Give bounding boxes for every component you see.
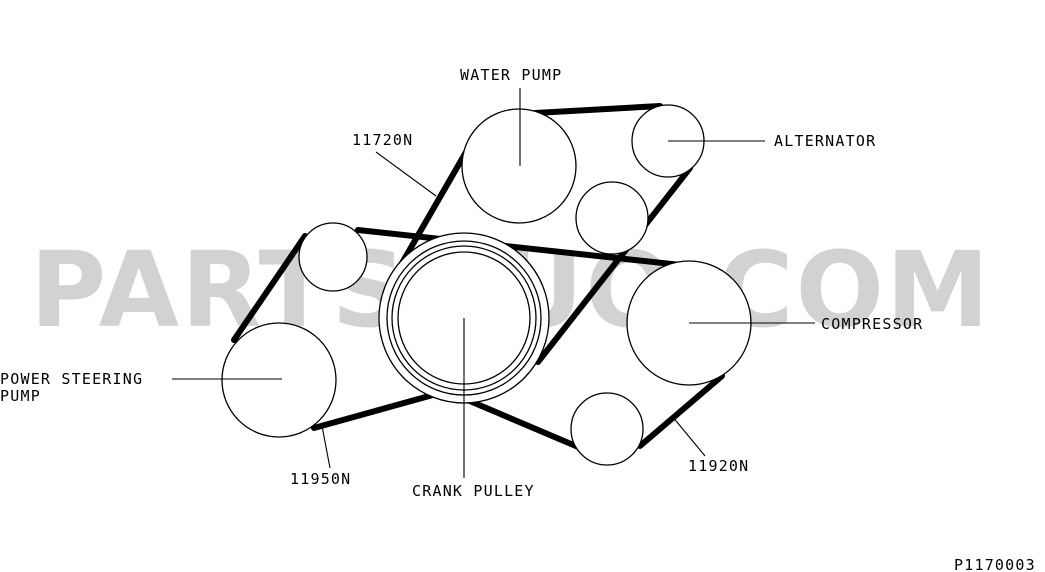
figure-code: P1170003 xyxy=(954,556,1036,572)
alternator-label: ALTERNATOR xyxy=(774,132,876,150)
water-pump-pulley xyxy=(461,108,577,224)
belt-11720n-leader xyxy=(375,151,437,197)
idler-pulley-lower xyxy=(570,392,644,466)
leader-lines xyxy=(172,88,815,478)
compressor-label: COMPRESSOR xyxy=(821,315,923,333)
crank-pulley-label: CRANK PULLEY xyxy=(412,482,535,500)
belt-11920n xyxy=(355,227,725,455)
part-number-11720n: 11720N xyxy=(352,131,413,149)
power-steering-label-line2: PUMP xyxy=(0,387,41,405)
belt-11920n-leader xyxy=(671,415,706,457)
power-steering-label-line1: POWER STEERING xyxy=(0,370,143,388)
power-steering-pump-pulley xyxy=(221,322,337,438)
belt-11950n-leader xyxy=(321,425,331,469)
water-pump-label: WATER PUMP xyxy=(460,66,562,84)
tensioner-pulley xyxy=(298,222,368,292)
part-number-11920n: 11920N xyxy=(688,457,749,475)
part-number-11950n: 11950N xyxy=(290,470,351,488)
belt-11720n xyxy=(395,103,693,365)
idler-pulley-upper xyxy=(575,181,649,255)
